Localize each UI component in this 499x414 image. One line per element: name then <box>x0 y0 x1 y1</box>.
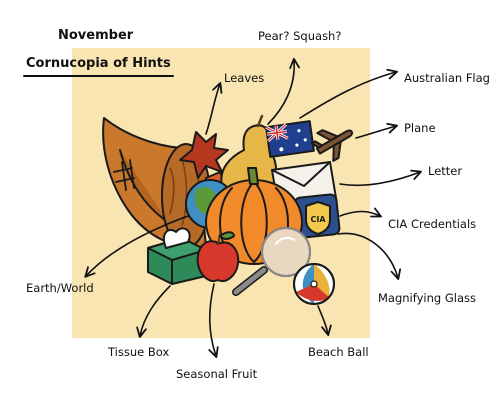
arrow-plane <box>355 122 398 139</box>
apple-illustration <box>196 231 240 282</box>
australian-flag-illustration <box>265 120 315 158</box>
label-australian-flag: Australian Flag <box>404 71 490 85</box>
tissue-box-illustration <box>147 227 207 285</box>
arrow-australian-flag <box>299 68 398 119</box>
cia-badge-illustration: CIA <box>293 193 341 239</box>
arrow-letter <box>339 169 422 187</box>
arrow-cia <box>339 207 382 218</box>
beach-ball-illustration <box>293 263 335 305</box>
arrow-pear <box>267 57 300 125</box>
title-line-2: Cornucopia of Hints <box>26 56 171 71</box>
arrow-earth <box>84 215 189 278</box>
arrow-leaves <box>205 82 223 135</box>
arrow-beach-ball <box>317 305 332 336</box>
plane-illustration <box>310 129 354 162</box>
label-letter: Letter <box>428 164 462 178</box>
cia-badge-text: CIA <box>310 215 326 224</box>
label-tissue-box: Tissue Box <box>107 345 169 359</box>
label-pear-squash: Pear? Squash? <box>258 29 341 43</box>
label-earth-world: Earth/World <box>26 281 94 295</box>
label-leaves: Leaves <box>224 71 264 85</box>
arrow-magnifying <box>337 232 402 280</box>
label-cia-credentials: CIA Credentials <box>388 217 476 231</box>
label-plane: Plane <box>404 121 436 135</box>
title-line-1: November <box>58 28 134 43</box>
magnifying-glass-illustration <box>232 227 311 296</box>
label-seasonal-fruit: Seasonal Fruit <box>176 367 258 381</box>
arrow-tissue <box>136 285 171 338</box>
arrows <box>84 57 422 358</box>
label-magnifying-glass: Magnifying Glass <box>378 291 476 305</box>
arrow-seasonal-fruit <box>208 283 219 358</box>
label-beach-ball: Beach Ball <box>308 345 369 359</box>
